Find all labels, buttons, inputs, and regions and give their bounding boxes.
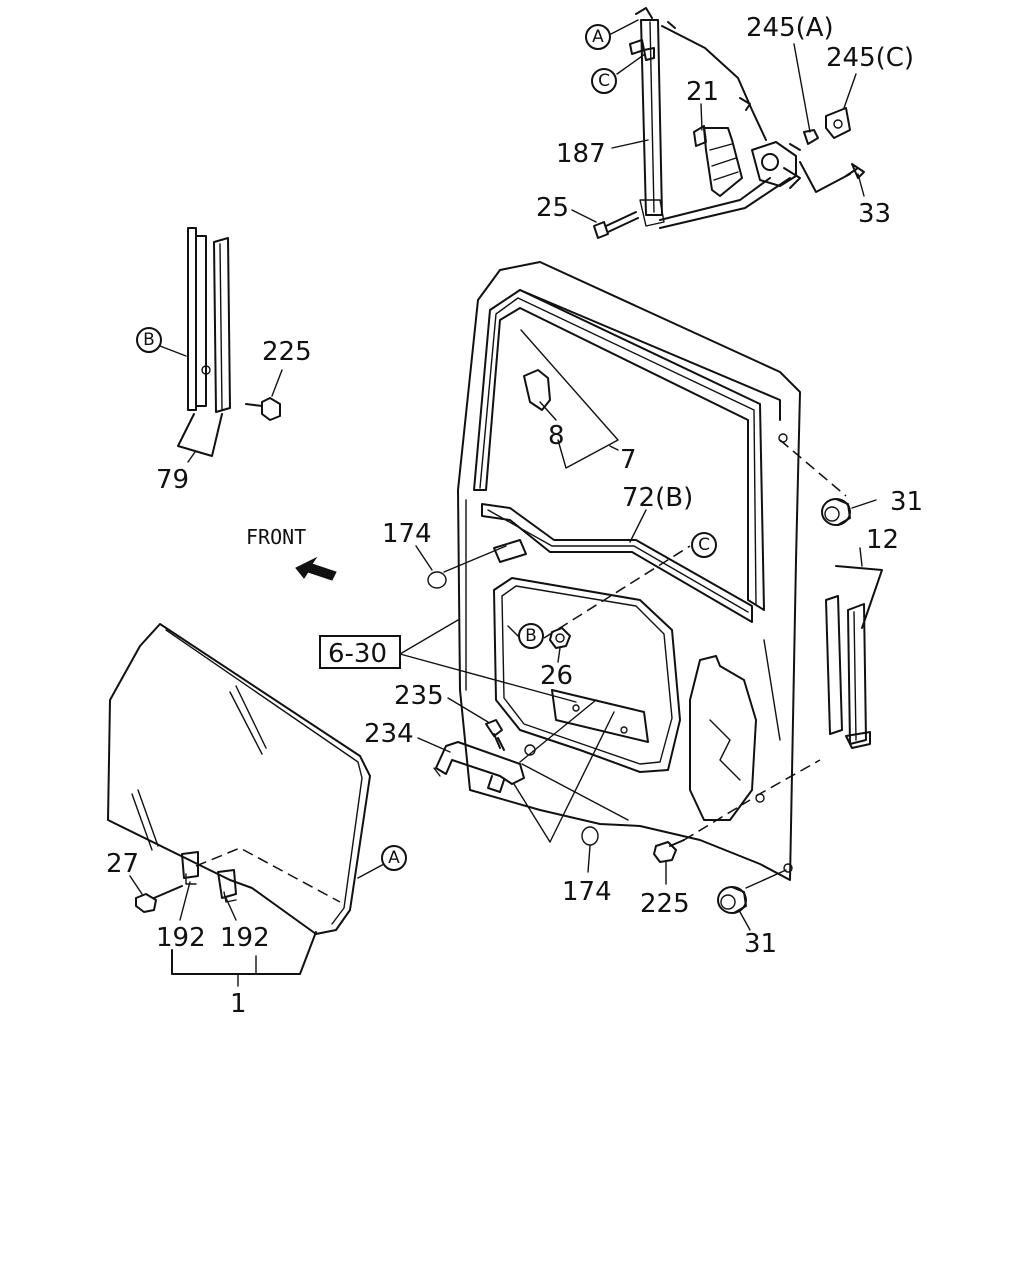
callout-245a: 245(A) [746,13,834,43]
bushing-31-lower [717,886,747,914]
callout-27: 27 [106,849,139,879]
callout-174-upper: 174 [382,519,432,549]
nut-26 [549,627,571,649]
door-glass [107,623,371,935]
bracket-234 [433,741,525,793]
callout-225-lower: 225 [640,889,690,919]
svg-text:B: B [525,626,537,646]
circle-ref-c-top: C [591,68,617,94]
svg-text:A: A [388,848,400,868]
circle-ref-c-door: C [691,532,717,558]
callout-33: 33 [858,199,891,229]
ref-box [319,635,401,669]
circle-ref-b-door: B [518,623,544,649]
plug-174-lower [581,826,599,846]
callout-12: 12 [866,525,899,555]
bolt-27 [135,885,183,913]
callout-25: 25 [536,193,569,223]
ref-box-label: 6-30 [328,639,387,669]
callout-192-right: 192 [220,923,270,953]
circle-ref-b-channel: B [136,327,162,353]
callout-192-left: 192 [156,923,206,953]
svg-text:C: C [598,71,610,91]
callout-235: 235 [394,681,444,711]
svg-text:B: B [143,330,155,350]
callout-234: 234 [364,719,414,749]
window-regulator [593,7,865,239]
front-label: FRONT [246,525,306,549]
plug-174-upper [427,571,447,589]
bushing-31-upper [821,498,851,526]
callout-26: 26 [540,661,573,691]
svg-text:A: A [592,27,604,47]
callout-31-upper: 31 [890,487,923,517]
front-arrow-icon [295,556,337,581]
door-inner-panel [457,261,801,881]
run-channel-79 [187,227,281,421]
callout-1: 1 [230,989,247,1019]
callout-245c: 245(C) [826,43,914,73]
svg-text:C: C [698,535,710,555]
callout-187: 187 [556,139,606,169]
callout-72b: 72(B) [622,483,693,513]
callout-7: 7 [620,445,637,475]
callout-79: 79 [156,465,189,495]
bolt-235 [485,719,505,751]
circle-ref-a-glass: A [381,845,407,871]
callout-225-channel: 225 [262,337,312,367]
seal-strip-12 [825,595,871,749]
callout-31-lower: 31 [744,929,777,959]
callout-8: 8 [548,421,565,451]
circle-ref-a-top: A [585,24,611,50]
callout-21: 21 [686,77,719,107]
callout-174-lower: 174 [562,877,612,907]
bolt-225-lower [653,839,685,863]
